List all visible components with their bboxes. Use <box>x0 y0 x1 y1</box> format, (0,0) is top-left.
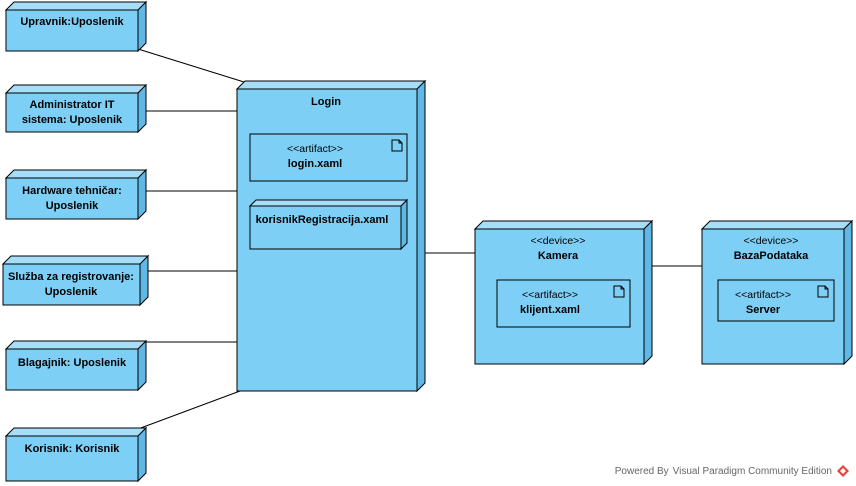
node-hardware-label-line2: Uposlenik <box>46 200 99 212</box>
node-administrator-label-line1: Administrator IT <box>30 99 115 111</box>
footer-product: Visual Paradigm Community Edition <box>672 465 832 477</box>
node-hardware[interactable]: Hardware tehničar: Uposlenik <box>4 168 148 221</box>
node-administrator-label-line2: sistema: Uposlenik <box>22 114 123 126</box>
node-korisnik-label: Korisnik: Korisnik <box>25 443 121 455</box>
connector-upravnik-login <box>137 48 245 83</box>
artifact-registracija-name: korisnikRegistracija.xaml <box>256 214 389 226</box>
node-hardware-label-line1: Hardware tehničar: <box>22 185 122 197</box>
artifact-klijent-stereotype: <<artifact>> <box>522 289 578 301</box>
node-baza-podataka[interactable]: <<device>> BazaPodataka <<artifact>> Ser… <box>700 219 854 366</box>
node-kamera[interactable]: <<device>> Kamera <<artifact>> klijent.x… <box>473 219 654 366</box>
artifact-login-xaml[interactable]: <<artifact>> login.xaml <box>249 133 408 182</box>
node-sluzba-label-line2: Uposlenik <box>45 286 98 298</box>
artifact-korisnik-registracija[interactable]: korisnikRegistracija.xaml <box>248 198 409 251</box>
node-baza-stereotype: <<device>> <box>744 235 799 247</box>
node-korisnik[interactable]: Korisnik: Korisnik <box>4 426 148 483</box>
footer-watermark: Powered By Visual Paradigm Community Edi… <box>615 464 850 478</box>
artifact-login-name: login.xaml <box>288 158 342 170</box>
footer-powered-by: Powered By <box>614 465 669 477</box>
node-baza-title: BazaPodataka <box>734 250 809 262</box>
connectors <box>137 48 702 430</box>
node-upravnik[interactable]: Upravnik:Uposlenik <box>4 0 148 53</box>
node-sluzba-label-line1: Služba za registrovanje: <box>8 271 134 283</box>
node-kamera-title: Kamera <box>538 250 579 262</box>
node-administrator[interactable]: Administrator IT sistema: Uposlenik <box>4 83 148 134</box>
node-login-title: Login <box>311 96 341 108</box>
node-blagajnik[interactable]: Blagajnik: Uposlenik <box>4 339 148 392</box>
node-login[interactable]: Login <<artifact>> login.xaml korisnikRe… <box>235 79 427 393</box>
artifact-klijent-name: klijent.xaml <box>520 304 580 316</box>
node-upravnik-label: Upravnik:Uposlenik <box>20 16 124 28</box>
connector-korisnik-login <box>137 390 241 430</box>
node-kamera-stereotype: <<device>> <box>531 235 586 247</box>
artifact-document-icon <box>817 285 829 298</box>
artifact-document-icon <box>391 139 403 152</box>
visual-paradigm-logo-icon <box>837 465 849 477</box>
node-sluzba[interactable]: Služba za registrovanje: Uposlenik <box>1 254 150 307</box>
artifact-server-stereotype: <<artifact>> <box>735 289 791 301</box>
artifact-document-icon <box>613 285 625 298</box>
node-blagajnik-label: Blagajnik: Uposlenik <box>18 357 127 369</box>
artifact-server[interactable]: <<artifact>> Server <box>717 279 835 322</box>
artifact-login-stereotype: <<artifact>> <box>287 143 343 155</box>
artifact-server-name: Server <box>746 304 781 316</box>
artifact-klijent-xaml[interactable]: <<artifact>> klijent.xaml <box>496 279 631 328</box>
